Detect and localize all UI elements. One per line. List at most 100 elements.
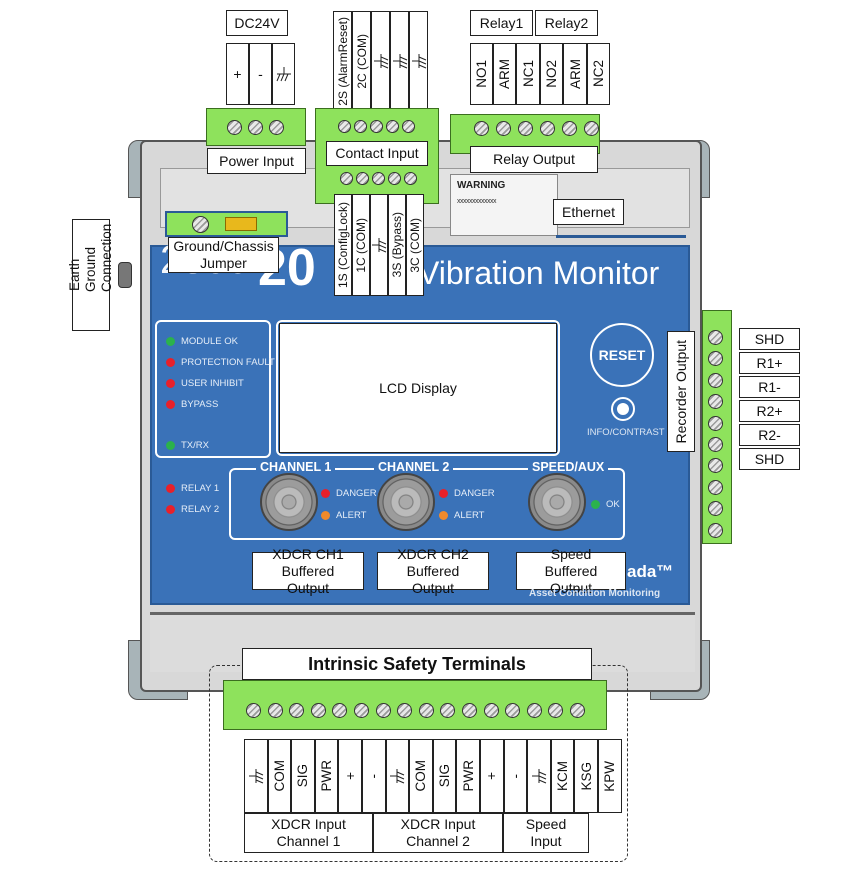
screw-terminal[interactable]	[708, 394, 723, 410]
recorder-pin: SHD	[739, 328, 800, 350]
screw-terminal[interactable]	[248, 120, 263, 135]
screw-terminal[interactable]	[708, 458, 723, 474]
screw-terminal[interactable]	[548, 703, 564, 718]
lcd-frame	[276, 320, 560, 456]
screw-terminal[interactable]	[562, 121, 577, 136]
screw-terminal[interactable]	[340, 172, 353, 185]
screw-terminal[interactable]	[404, 172, 417, 185]
pin-label: 2C (COM)	[354, 33, 369, 89]
screw-terminal[interactable]	[397, 703, 413, 718]
pin-label: -	[366, 773, 382, 779]
intrinsic-screws[interactable]	[246, 703, 585, 718]
is-pin: SIG	[432, 739, 457, 813]
screw-terminal[interactable]	[540, 121, 555, 136]
screw-terminal[interactable]	[227, 120, 242, 135]
relay-output-label: Relay Output	[470, 146, 598, 173]
bnc-connector-ch2[interactable]	[377, 473, 435, 531]
screw-terminal[interactable]	[269, 120, 284, 135]
pin-label: 3S (Bypass)	[390, 212, 404, 278]
screw-terminal[interactable]	[569, 703, 585, 718]
led-indicator	[166, 358, 175, 367]
warning-text: xxxxxxxxxxxxx	[457, 198, 497, 205]
screw-terminal[interactable]	[353, 703, 369, 718]
screw-terminal[interactable]	[708, 479, 723, 495]
relay-pin: ARM	[493, 43, 516, 105]
warning-plate	[450, 174, 558, 236]
screw-terminal[interactable]	[356, 172, 369, 185]
led-indicator	[591, 500, 600, 509]
screw-terminal[interactable]	[474, 121, 489, 136]
screw-terminal[interactable]	[440, 703, 456, 718]
xdcr-input-ch1-group: XDCR Input Channel 1	[244, 813, 373, 853]
ground-chassis-jumper[interactable]	[165, 211, 288, 237]
led-bypass: BYPASS	[166, 394, 275, 415]
product-name: Vibration Monitor	[418, 255, 660, 291]
screw-terminal[interactable]	[526, 703, 542, 718]
screw-terminal[interactable]	[388, 172, 401, 185]
screw-terminal[interactable]	[461, 703, 477, 718]
screw-terminal[interactable]	[372, 172, 385, 185]
screw-terminal[interactable]	[418, 703, 434, 718]
screw-terminal[interactable]	[402, 120, 415, 133]
pin-label: PWR	[319, 760, 335, 792]
recorder-pin-labels: SHD R1+ R1- R2+ R2- SHD	[739, 328, 800, 470]
screw-terminal[interactable]	[375, 703, 391, 718]
ch2-danger-led: DANGER	[439, 488, 495, 499]
speed-ok-led: OK	[591, 499, 620, 510]
screw-terminal[interactable]	[370, 120, 383, 133]
reset-button[interactable]: RESET	[590, 323, 654, 387]
screw-terminal[interactable]	[708, 351, 723, 367]
screw-terminal[interactable]	[338, 120, 351, 133]
screw-terminal[interactable]	[496, 121, 511, 136]
bnc-connector-ch1[interactable]	[260, 473, 318, 531]
pin-label: KCM	[555, 761, 571, 791]
screw-terminal[interactable]	[708, 372, 723, 388]
led-indicator	[321, 511, 330, 520]
screw-terminal[interactable]	[483, 703, 499, 718]
screw-terminal[interactable]	[354, 120, 367, 133]
relay-screws[interactable]	[474, 121, 599, 136]
group-line2: Channel 2	[406, 833, 470, 849]
channel-1-title: CHANNEL 1	[256, 460, 336, 474]
screw-terminal[interactable]	[708, 522, 723, 538]
screw-terminal[interactable]	[708, 330, 723, 345]
power-pin-labels: + -	[226, 43, 295, 105]
contact-upper-screws[interactable]	[338, 120, 415, 133]
screw-terminal[interactable]	[267, 703, 283, 718]
bnc-connector-speed[interactable]	[528, 473, 586, 531]
recorder-screws[interactable]	[708, 330, 723, 538]
ch1-danger-led: DANGER	[321, 488, 377, 499]
screw-terminal[interactable]	[708, 415, 723, 431]
screw-terminal[interactable]	[708, 501, 723, 517]
earth-ground-icon	[392, 54, 407, 69]
led-label: ALERT	[336, 510, 367, 521]
led-indicator	[166, 400, 175, 409]
pin-label: NO1	[474, 60, 489, 88]
screw-terminal[interactable]	[310, 703, 326, 718]
power-screws[interactable]	[227, 120, 284, 135]
screw-terminal[interactable]	[708, 436, 723, 452]
screw-terminal[interactable]	[518, 121, 533, 136]
screw-terminal[interactable]	[584, 121, 599, 136]
speed-input-group: Speed Input	[503, 813, 589, 853]
screw-terminal[interactable]	[505, 703, 521, 718]
jumper-screw[interactable]	[192, 216, 209, 233]
ch1-buffered-output-label: XDCR CH1 Buffered Output	[252, 546, 364, 596]
is-pin: +	[479, 739, 504, 813]
recorder-pin: R1+	[739, 352, 800, 374]
contact-pin-ground	[409, 11, 428, 111]
screw-terminal[interactable]	[246, 703, 261, 718]
screw-terminal[interactable]	[289, 703, 305, 718]
power-pin-plus: +	[226, 43, 249, 105]
screw-terminal[interactable]	[386, 120, 399, 133]
earth-ground-label-text: Earth Ground Connection	[67, 223, 114, 292]
earth-ground-icon	[531, 769, 547, 784]
screw-terminal[interactable]	[332, 703, 348, 718]
contact-pin: 3S (Bypass)	[388, 194, 406, 296]
is-pin: COM	[409, 739, 433, 813]
info-contrast-button[interactable]	[611, 397, 635, 421]
ethernet-port[interactable]	[556, 230, 686, 238]
power-pin-minus: -	[249, 43, 272, 105]
channel-2-title: CHANNEL 2	[374, 460, 454, 474]
contact-lower-screws[interactable]	[340, 172, 417, 185]
